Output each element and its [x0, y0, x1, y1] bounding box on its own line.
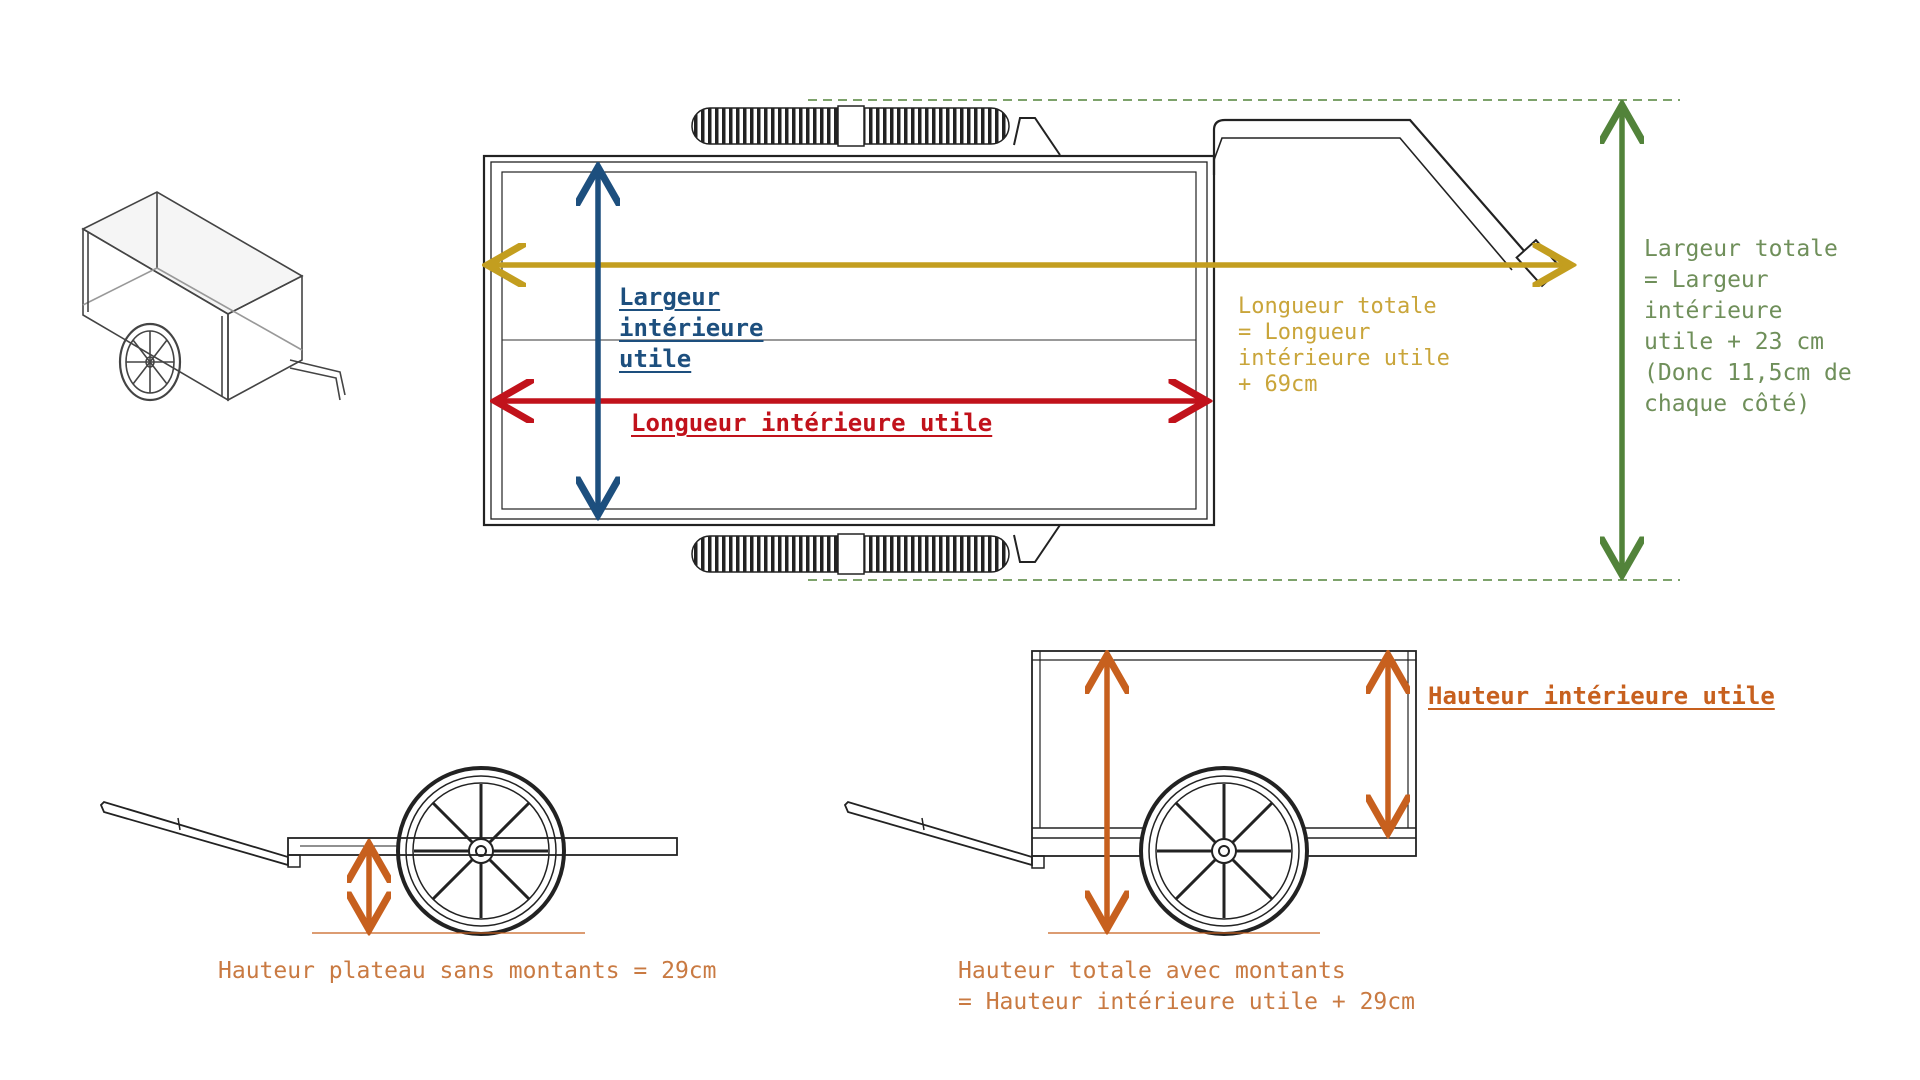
longueur-totale-label: Longueur totale = Longueur intérieure ut… — [1238, 294, 1450, 397]
largeur-interieure-label: Largeur intérieure utile — [619, 283, 764, 373]
hauteur-plateau-label: Hauteur plateau sans montants = 29cm — [218, 958, 717, 984]
longueur-interieure-label: Longueur intérieure utile — [631, 409, 993, 437]
hauteur-interieure-label: Hauteur intérieure utile — [1428, 682, 1775, 710]
box-trailer-side-view-icon — [843, 650, 1417, 936]
trailer-isometric-icon — [81, 191, 346, 402]
flatbed-side-view-icon — [99, 766, 678, 936]
hauteur-totale-label: Hauteur totale avec montants = Hauteur i… — [958, 958, 1415, 1015]
largeur-totale-label: Largeur totale = Largeur intérieure util… — [1644, 236, 1852, 417]
